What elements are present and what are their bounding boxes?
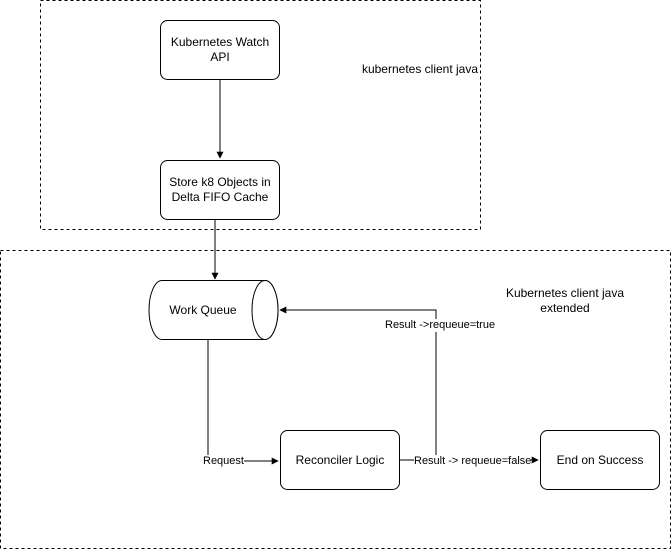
node-store-label: Store k8 Objects in Delta FIFO Cache (160, 160, 280, 220)
node-watch-api-box (160, 20, 280, 80)
node-end-success-box (540, 430, 660, 490)
node-store-line2: Delta FIFO Cache (171, 190, 269, 204)
node-reconciler-label: Reconciler Logic (295, 452, 385, 467)
node-watch-api-line2: API (210, 50, 230, 64)
group-label-bottom-line2: extended (540, 301, 590, 315)
group-label-top: kubernetes client java (361, 62, 479, 76)
group-label-bottom-line1: Kubernetes client java (505, 286, 625, 300)
node-reconciler-box (280, 430, 400, 490)
node-work-queue-label: Work Queue (169, 302, 237, 317)
node-end-success-label: End on Success (556, 452, 644, 467)
group-kubernetes-client-java-extended (0, 250, 671, 549)
node-store-line1: Store k8 Objects in (169, 175, 271, 189)
node-store-box (160, 160, 280, 220)
node-work-queue-shape (148, 280, 279, 340)
edge-label-request: Request (203, 455, 244, 468)
group-kubernetes-client-java (40, 0, 481, 230)
node-watch-api-line1: Kubernetes Watch (170, 35, 270, 49)
edge-label-requeue-true: Result ->requeue=true (385, 319, 496, 332)
node-watch-api-label: Kubernetes Watch API (160, 20, 280, 80)
edge-queue-to-reconciler (207, 340, 279, 465)
edge-label-requeue-false: Result -> requeue=false (414, 455, 532, 468)
edge-requeue-loop (279, 306, 437, 460)
group-label-bottom: Kubernetes client java extended (475, 286, 655, 316)
